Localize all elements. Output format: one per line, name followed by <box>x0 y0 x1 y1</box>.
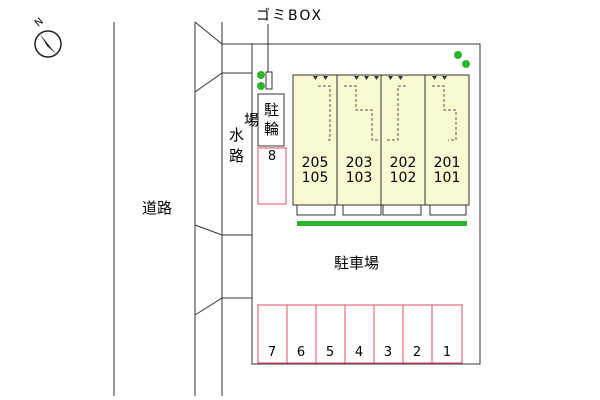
entrance-markers <box>313 76 447 80</box>
unit-label: 202 102 <box>383 156 423 186</box>
parking-slot-number: 1 <box>442 345 452 360</box>
unit-lower-number: 101 <box>433 170 461 186</box>
connector-upper <box>194 72 252 93</box>
balcony <box>296 204 336 216</box>
parking-slot-3 <box>373 304 404 364</box>
parking-slot-number: 7 <box>267 345 277 360</box>
parking-label: 駐車場 <box>334 254 380 272</box>
parking-slot-8-number: 8 <box>267 149 277 164</box>
connector-top <box>194 21 252 45</box>
unit-202-stair <box>386 85 406 141</box>
trash-box <box>265 71 273 90</box>
green-hedge <box>297 221 467 226</box>
tree <box>454 51 462 59</box>
bike-parking-area <box>257 93 285 147</box>
parking-slot-4 <box>344 304 375 364</box>
unit-lower-number: 105 <box>301 170 329 186</box>
balcony <box>429 204 467 216</box>
waterway-label: 水路 <box>227 127 245 169</box>
connector-lower <box>194 297 252 316</box>
bike-parking-label: 駐輪場 <box>242 102 280 140</box>
parking-slot-7 <box>257 304 288 364</box>
parking-slot-5 <box>315 304 346 364</box>
unit-lower-number: 102 <box>389 170 417 186</box>
parking-slot-number: 3 <box>383 345 393 360</box>
parking-slot-number: 4 <box>354 345 364 360</box>
unit-upper-number: 202 <box>389 155 417 171</box>
parking-slot-number: 6 <box>296 345 306 360</box>
unit-label: 205 105 <box>295 156 335 186</box>
unit-lower-number: 103 <box>345 170 373 186</box>
unit-203-stair <box>344 85 380 141</box>
unit-upper-number: 201 <box>433 155 461 171</box>
tree <box>257 71 265 79</box>
tree <box>257 82 265 90</box>
parking-slot-number: 5 <box>325 345 335 360</box>
unit-label: 203 103 <box>339 156 379 186</box>
tree <box>462 60 470 68</box>
connector-middle <box>194 224 252 236</box>
building <box>292 74 470 216</box>
unit-205-stair <box>318 85 331 141</box>
unit-upper-number: 205 <box>301 155 329 171</box>
unit-label: 201 101 <box>427 156 467 186</box>
parking-slot-number: 2 <box>412 345 422 360</box>
parking-slot-8 <box>257 147 287 205</box>
compass-icon <box>34 30 62 58</box>
balcony <box>342 204 382 216</box>
unit-201-stair <box>432 85 457 141</box>
balcony <box>382 204 422 216</box>
parking-row <box>257 304 463 364</box>
unit-upper-number: 203 <box>345 155 373 171</box>
trash-box-label: ゴミBOX <box>256 8 324 24</box>
unit-201-shape <box>424 74 470 206</box>
road-label: 道路 <box>142 199 173 217</box>
parking-slot-1 <box>431 304 463 364</box>
